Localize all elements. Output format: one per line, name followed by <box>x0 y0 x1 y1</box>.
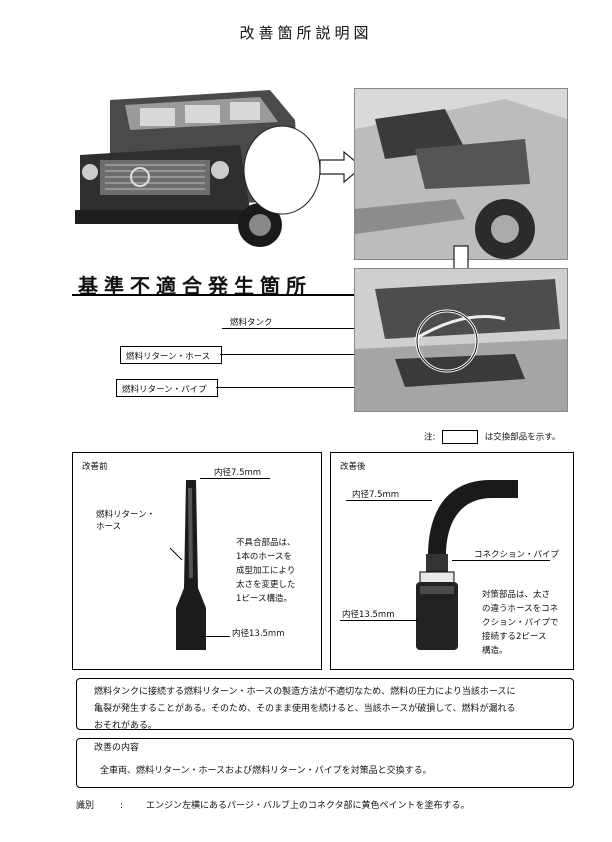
replacement-part-box <box>116 379 218 397</box>
leader-return-pipe <box>216 387 426 388</box>
after-panel <box>330 452 574 670</box>
before-desc-line: 1本のホースを <box>236 552 292 562</box>
replacement-part-box <box>120 346 222 364</box>
engine-bay-photo <box>354 88 568 260</box>
before-bottom-diameter: 内径13.5mm <box>232 629 285 639</box>
problem-line: 亀裂が発生することがある。そのため、そのまま使用を続けると、当該ホースが破損して… <box>94 704 516 714</box>
problem-text: 燃料タンクに接続する燃料リターン・ホースの製造方法が不適切なため、燃料の圧力によ… <box>94 684 568 735</box>
before-bottom-leader <box>200 636 230 637</box>
before-desc-line: 太さを変更した <box>236 580 296 590</box>
before-desc-line: 1ピース構造。 <box>236 594 292 604</box>
fuel-tank-photo <box>354 268 568 412</box>
page-title: 改善箇所説明図 <box>239 24 373 42</box>
before-hose-label-1: 燃料リターン・ <box>96 510 156 520</box>
label-return-hose: 燃料リターン・ホース <box>126 352 211 362</box>
after-desc-line: 対策部品は、太さ <box>482 590 551 600</box>
fuel-tank-illustration <box>355 269 567 411</box>
after-desc-line: の違うホースをコネ <box>482 604 559 614</box>
before-top-diameter: 内径7.5mm <box>214 468 262 478</box>
leader-return-hose <box>220 354 430 355</box>
label-fuel-tank: 燃料タンク <box>230 318 273 328</box>
after-desc-line: クション・パイプで <box>482 618 559 628</box>
problem-box <box>76 678 574 730</box>
after-connector-label: コネクション・パイプ <box>474 550 560 560</box>
after-label: 改善後 <box>340 462 366 472</box>
problem-line: おそれがある。 <box>94 721 158 731</box>
vehicle-illustration <box>70 60 330 255</box>
leader-fuel-tank <box>222 328 356 329</box>
improvement-box <box>76 738 574 788</box>
after-description: 対策部品は、太さ の違うホースをコネ クション・パイプで 接続する2ピース 構造… <box>482 588 559 658</box>
after-top-diameter: 内径7.5mm <box>352 490 400 500</box>
before-panel <box>72 452 322 670</box>
identification-label: 識別 <box>76 801 95 811</box>
after-hose-icon <box>416 480 518 650</box>
note-prefix: 注: <box>424 432 436 443</box>
engine-bay-illustration <box>355 89 567 259</box>
note-text: は交換部品を示す。 <box>484 432 561 443</box>
identification-body: エンジン左横にあるパージ・バルブ上のコネクタ部に黄色ペイントを塗布する。 <box>146 801 470 811</box>
improvement-heading: 改善の内容 <box>94 743 140 753</box>
before-hose-icon <box>169 480 206 650</box>
problem-line: 燃料タンクに接続する燃料リターン・ホースの製造方法が不適切なため、燃料の圧力によ… <box>94 687 516 697</box>
identification-colon: : <box>120 801 124 811</box>
note-legend-box <box>442 430 479 444</box>
after-desc-line: 構造。 <box>482 646 508 656</box>
before-description: 不具合部品は、 1本のホースを 成型加工により 太さを変更した 1ピース構造。 <box>236 536 296 606</box>
replacement-note: 注: は交換部品を示す。 <box>424 430 560 444</box>
after-connector-leader <box>452 560 550 561</box>
after-top-leader <box>346 500 432 501</box>
improvement-body: 全車両、燃料リターン・ホースおよび燃料リターン・パイプを対策品と交換する。 <box>100 766 432 776</box>
before-hose-label-2: ホース <box>96 522 122 532</box>
arrow-right-icon <box>319 150 363 184</box>
label-return-pipe: 燃料リターン・パイプ <box>122 385 207 395</box>
before-desc-line: 成型加工により <box>236 566 296 576</box>
vehicle-photo <box>70 60 330 255</box>
after-bottom-leader <box>340 620 418 621</box>
before-label: 改善前 <box>82 462 108 472</box>
heading-underline <box>72 294 358 296</box>
before-desc-line: 不具合部品は、 <box>236 538 296 548</box>
after-desc-line: 接続する2ピース <box>482 632 547 642</box>
before-top-leader <box>200 478 270 479</box>
after-bottom-diameter: 内径13.5mm <box>342 610 395 620</box>
